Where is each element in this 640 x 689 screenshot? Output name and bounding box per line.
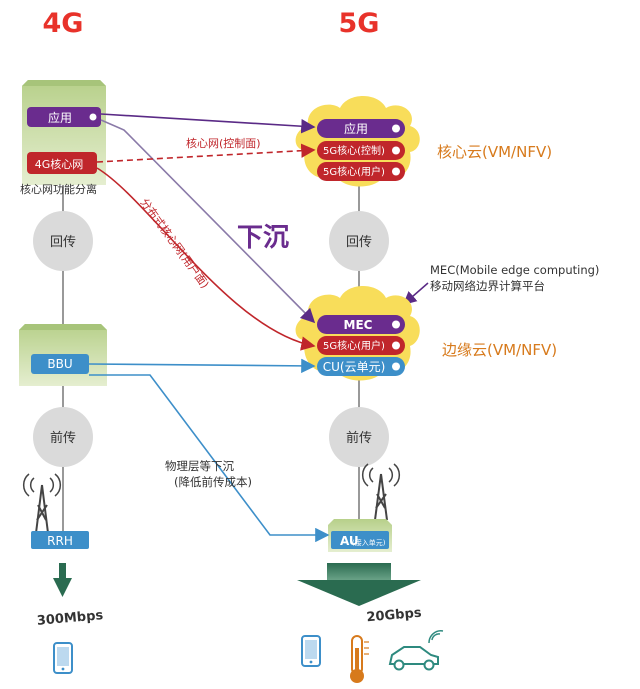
- au-sub-label: (接入单元): [352, 538, 386, 547]
- backhaul-node-5g: 回传: [329, 211, 389, 271]
- sink-label: 下沉: [237, 223, 289, 253]
- core-tag-4g: 4G核心网: [27, 152, 97, 174]
- header-4g: 4G: [43, 8, 84, 39]
- edge-mec-label: MEC: [344, 318, 373, 332]
- core-app-label: 应用: [344, 121, 368, 136]
- antenna-icon: [361, 463, 401, 521]
- phone-icon: [53, 642, 73, 674]
- down-arrow-4g: [53, 563, 72, 597]
- edge-cu-label: CU(云单元): [323, 360, 386, 374]
- au-label: AU: [340, 534, 359, 548]
- core-user-label: 5G核心(用户): [323, 165, 385, 178]
- fronthaul-label-5g: 前传: [346, 430, 372, 446]
- edge-user-pill: 5G核心(用户): [317, 336, 405, 355]
- rrh-box: RRH: [31, 531, 89, 549]
- edge-cu-pill: CU(云单元): [317, 357, 405, 376]
- fronthaul-node-5g: 前传: [329, 407, 389, 467]
- backhaul-node-4g: 回传: [33, 211, 93, 271]
- fronthaul-label-4g: 前传: [50, 430, 76, 446]
- core-separation-label: 核心网功能分离: [20, 182, 97, 196]
- bbu-label: BBU: [47, 357, 72, 371]
- core-ctrl-plane-label: 核心网(控制面): [186, 136, 261, 150]
- antenna-icon: [22, 473, 62, 534]
- header-5g: 5G: [339, 8, 380, 39]
- core-label-4g: 4G核心网: [35, 157, 84, 171]
- backhaul-label-5g: 回传: [346, 235, 372, 250]
- mec-note-line1: MEC(Mobile edge computing): [430, 263, 599, 277]
- phy-sink-line2: (降低前传成本): [174, 475, 252, 489]
- rate-4g: 300Mbps: [36, 608, 104, 629]
- edge-cloud-label: 边缘云(VM/NFV): [442, 341, 557, 359]
- thermometer-icon: [350, 635, 369, 683]
- edge-user-label: 5G核心(用户): [323, 339, 385, 352]
- core-ctrl-label: 5G核心(控制): [323, 144, 385, 157]
- core-user-pill: 5G核心(用户): [317, 162, 405, 181]
- edge-mec-pill: MEC: [317, 315, 405, 334]
- phone-icon: [301, 635, 321, 667]
- phy-sink-line1: 物理层等下沉: [165, 459, 234, 473]
- down-arrow-5g: [297, 563, 421, 606]
- core-ctrl-pill: 5G核心(控制): [317, 141, 405, 160]
- distributed-core-label: 分布式核心网(用户面): [138, 196, 213, 291]
- rrh-label: RRH: [47, 534, 73, 548]
- mec-note-line2: 移动网络边界计算平台: [430, 279, 545, 293]
- app-tag-4g: 应用: [27, 107, 101, 127]
- app-label-4g: 应用: [48, 110, 72, 125]
- core-app-pill: 应用: [317, 119, 405, 138]
- backhaul-label-4g: 回传: [50, 235, 76, 250]
- au-box: AU (接入单元): [328, 519, 392, 552]
- bbu-box: BBU: [19, 324, 107, 386]
- rate-5g: 20Gbps: [366, 606, 422, 626]
- fronthaul-node-4g: 前传: [33, 407, 93, 467]
- car-icon: [388, 630, 444, 671]
- core-cloud-label: 核心云(VM/NFV): [437, 143, 552, 161]
